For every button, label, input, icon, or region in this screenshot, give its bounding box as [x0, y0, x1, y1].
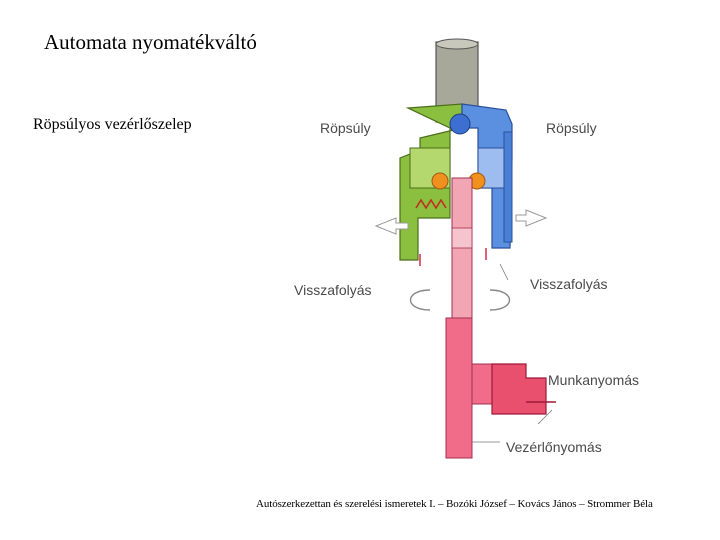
- working-pressure-outlet: [492, 364, 556, 414]
- page-subtitle: Röpsúlyos vezérlőszelep: [33, 116, 192, 134]
- control-pressure-channel: [446, 318, 492, 458]
- source-credit: Autószerkezettan és szerelési ismeretek …: [256, 498, 653, 510]
- label-working-pressure: Munkanyomás: [548, 372, 639, 388]
- label-flyweight-right: Röpsúly: [546, 120, 597, 136]
- label-return-right: Visszafolyás: [530, 276, 608, 292]
- flyweight-valve-diagram: Röpsúly Röpsúly Visszafolyás Visszafolyá…: [280, 28, 660, 468]
- label-flyweight-left: Röpsúly: [320, 120, 371, 136]
- label-return-left: Visszafolyás: [294, 282, 372, 298]
- label-control-pressure: Vezérlőnyomás: [506, 439, 602, 455]
- outflow-arrow-right: [516, 210, 546, 226]
- page-title: Automata nyomatékváltó: [44, 30, 257, 55]
- valve-ball-left: [432, 173, 448, 189]
- rotation-arrow-left: [411, 290, 431, 310]
- rotation-arrow-right: [490, 290, 510, 310]
- leader-return-right: [500, 264, 508, 280]
- valve-body: [452, 178, 472, 318]
- flyweight-pivot: [450, 114, 470, 134]
